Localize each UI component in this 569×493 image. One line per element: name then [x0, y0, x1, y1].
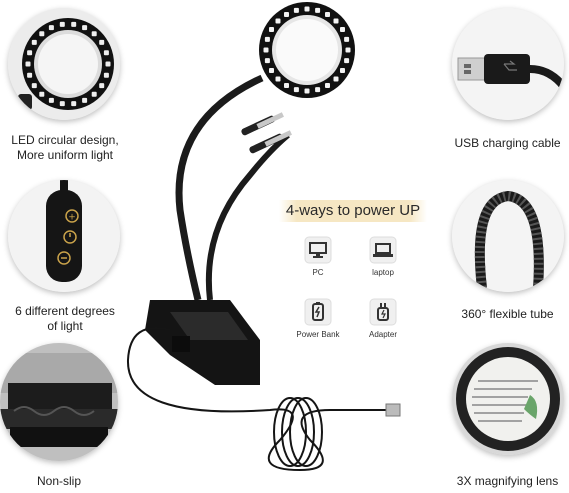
battery-icon: [304, 298, 332, 326]
led-caption-line2: More uniform light: [16, 148, 114, 162]
led-dot: [315, 87, 321, 93]
svg-text:+: +: [68, 213, 76, 223]
led-dot: [333, 18, 339, 24]
led-dot: [325, 83, 330, 88]
led-dot: [344, 58, 350, 64]
power-option-adapter-label: Adapter: [368, 330, 398, 339]
monitor-icon: [304, 236, 332, 264]
led-dot: [269, 27, 274, 32]
led-dot: [82, 97, 88, 103]
led-dot: [340, 68, 345, 73]
led-dot: [345, 47, 351, 53]
led-dot: [27, 50, 33, 56]
led-dot: [293, 87, 299, 93]
power-option-laptop-label: laptop: [372, 268, 394, 277]
tube-caption: 360° flexible tube: [461, 307, 554, 321]
dimmer-controller-image: +: [8, 180, 120, 292]
led-dot: [27, 72, 33, 78]
led-dot: [103, 50, 109, 56]
lens-caption: 3X magnifying lens: [456, 474, 559, 488]
led-dot: [304, 6, 310, 12]
power-option-pc-label: PC: [312, 268, 324, 277]
dimmer-caption: 6 different degrees of light: [0, 304, 130, 334]
led-dot: [91, 31, 97, 37]
led-dot: [103, 72, 109, 78]
led-dot: [99, 83, 105, 89]
led-dot: [304, 88, 310, 94]
led-dot: [264, 58, 270, 64]
led-dot: [39, 91, 45, 97]
led-dot: [105, 61, 111, 67]
led-dot: [340, 27, 345, 32]
dimmer-caption-line1: 6 different degrees: [15, 304, 115, 318]
usb-caption: USB charging cable: [454, 136, 561, 150]
power-options-title: 4-ways to power UP: [279, 200, 427, 222]
led-dot: [333, 76, 339, 82]
led-dot: [48, 97, 54, 103]
led-dot: [59, 101, 65, 107]
led-dot: [344, 36, 350, 42]
led-dot: [39, 31, 45, 37]
led-dot: [315, 7, 321, 13]
non-slip-clip-image: [0, 343, 118, 461]
led-dot: [99, 39, 105, 45]
led-dot: [284, 83, 289, 88]
led-dot: [71, 101, 77, 107]
led-dot: [31, 83, 37, 89]
led-dot: [82, 25, 88, 31]
clip-caption: Non-slip: [36, 474, 81, 488]
led-dot: [269, 68, 274, 73]
led-dot: [263, 47, 269, 53]
led-dot: [25, 61, 31, 67]
led-caption-line1: LED circular design,: [11, 133, 119, 147]
usb-cable-image: [452, 8, 564, 120]
led-dot: [48, 25, 54, 31]
led-ring-detail-image: [8, 8, 120, 120]
led-dot: [71, 21, 77, 27]
laptop-icon: [369, 236, 397, 264]
magnifying-lens-image: [452, 343, 564, 455]
lamp-product-illustration: [126, 2, 401, 472]
led-dot: [59, 21, 65, 27]
led-dot: [284, 12, 289, 17]
dimmer-caption-line2: of light: [47, 319, 83, 333]
alligator-clips: [241, 112, 292, 154]
led-dot: [325, 12, 330, 17]
led-dot: [293, 7, 299, 13]
led-dot: [91, 91, 97, 97]
power-option-power-bank-label: Power Bank: [296, 330, 340, 339]
led-dot: [264, 36, 270, 42]
plug-icon: [369, 298, 397, 326]
led-dot: [275, 76, 281, 82]
led-caption: LED circular design, More uniform light: [0, 133, 130, 163]
led-dot: [31, 39, 37, 45]
flexible-tube-image: [452, 180, 564, 292]
led-dot: [275, 18, 281, 24]
